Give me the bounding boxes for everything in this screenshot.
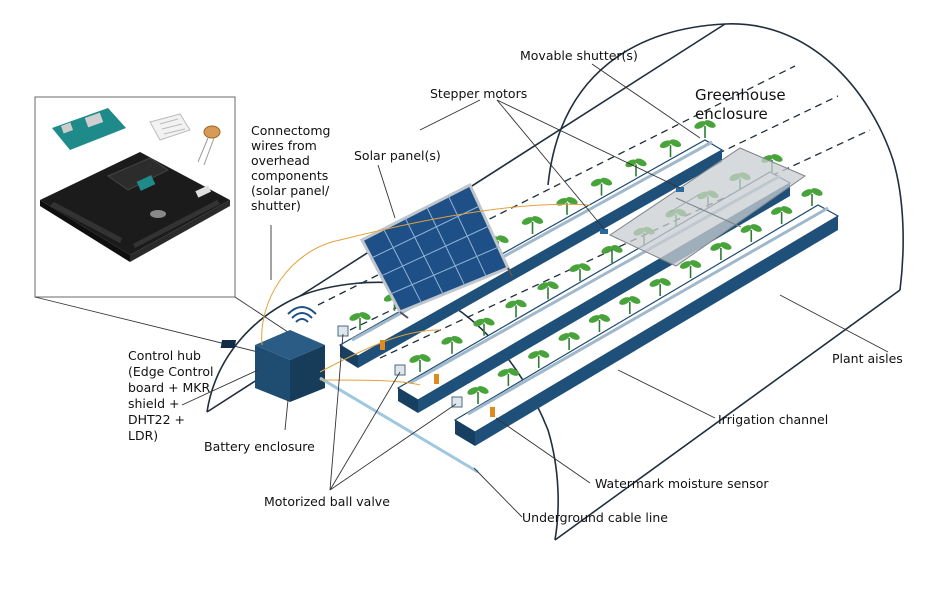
- label-battery-enclosure: Battery enclosure: [204, 439, 315, 454]
- label-control-hub-6: LDR): [128, 428, 158, 443]
- plant-sprout: [649, 278, 671, 296]
- label-irrigation-channel: Irrigation channel: [718, 412, 828, 427]
- plant-sprout: [588, 314, 611, 332]
- plant-sprout: [521, 216, 544, 234]
- plant-sprout: [659, 139, 682, 158]
- plant-sprout: [528, 350, 550, 368]
- plant-sprout: [441, 335, 463, 354]
- stepper-motors: [600, 187, 684, 234]
- plant-sprout: [679, 260, 702, 278]
- wifi-icon: [287, 306, 317, 323]
- label-control-hub-5: DHT22 +: [128, 412, 185, 427]
- moisture-sensors: [380, 340, 495, 417]
- movable-shutters: [608, 147, 807, 267]
- label-watermark-sensor: Watermark moisture sensor: [595, 476, 769, 491]
- plant-sprout: [409, 354, 431, 372]
- label-control-hub-3: board + MKR: [128, 380, 210, 395]
- plant-sprout: [558, 332, 580, 350]
- label-control-hub-1: Control hub: [128, 348, 201, 363]
- plant-sprout: [740, 224, 762, 242]
- label-connecting-wires-1: Connectomg: [251, 123, 330, 138]
- plant-sprout: [556, 196, 578, 215]
- label-connecting-wires-6: shutter): [251, 198, 301, 213]
- plant-sprout: [569, 263, 591, 282]
- label-connecting-wires-4: components: [251, 168, 328, 183]
- plant-sprout: [619, 296, 641, 314]
- label-plant-aisles: Plant aisles: [832, 351, 903, 366]
- plant-sprout: [467, 386, 489, 404]
- mkr-board-image: [52, 108, 126, 150]
- aisle-front: [453, 204, 840, 446]
- label-control-hub-2: (Edge Control: [128, 364, 214, 379]
- solar-panel: [359, 182, 513, 319]
- plant-sprout: [710, 242, 732, 260]
- hardware-inset: [34, 96, 301, 353]
- label-connecting-wires-3: overhead: [251, 153, 310, 168]
- label-movable-shutters: Movable shutter(s): [520, 48, 638, 63]
- motorized-valves: [337, 325, 463, 408]
- label-greenhouse-line1: Greenhouse: [695, 86, 786, 104]
- greenhouse-enclosure: [206, 23, 904, 541]
- plant-sprout: [505, 299, 527, 318]
- control-hub-box: [220, 203, 591, 474]
- plant-sprout: [694, 120, 716, 138]
- plant-sprout: [801, 188, 823, 206]
- plant-sprout: [590, 177, 613, 196]
- label-motorized-valve: Motorized ball valve: [264, 494, 390, 509]
- plant-sprout: [601, 245, 623, 263]
- label-solar-panels: Solar panel(s): [354, 148, 441, 163]
- label-connecting-wires-5: (solar panel/: [251, 183, 330, 198]
- leader-lines: [181, 63, 889, 518]
- plant-sprout: [497, 368, 519, 386]
- plant-sprout: [473, 317, 495, 336]
- label-control-hub-4: shield +: [128, 396, 179, 411]
- plant-sprout: [349, 312, 371, 330]
- label-stepper-motors: Stepper motors: [430, 86, 527, 101]
- plant-sprout: [537, 281, 559, 300]
- edge-control-board-image: [40, 152, 230, 262]
- label-greenhouse-line2: enclosure: [695, 105, 768, 123]
- label-connecting-wires-2: wires from: [251, 138, 317, 153]
- label-underground-cable: Underground cable line: [522, 510, 668, 525]
- labels: Movable shutter(s) Stepper motors Greenh…: [128, 48, 903, 525]
- plant-sprout: [771, 206, 793, 224]
- dht22-image: [149, 113, 191, 141]
- ldr-image: [197, 125, 221, 166]
